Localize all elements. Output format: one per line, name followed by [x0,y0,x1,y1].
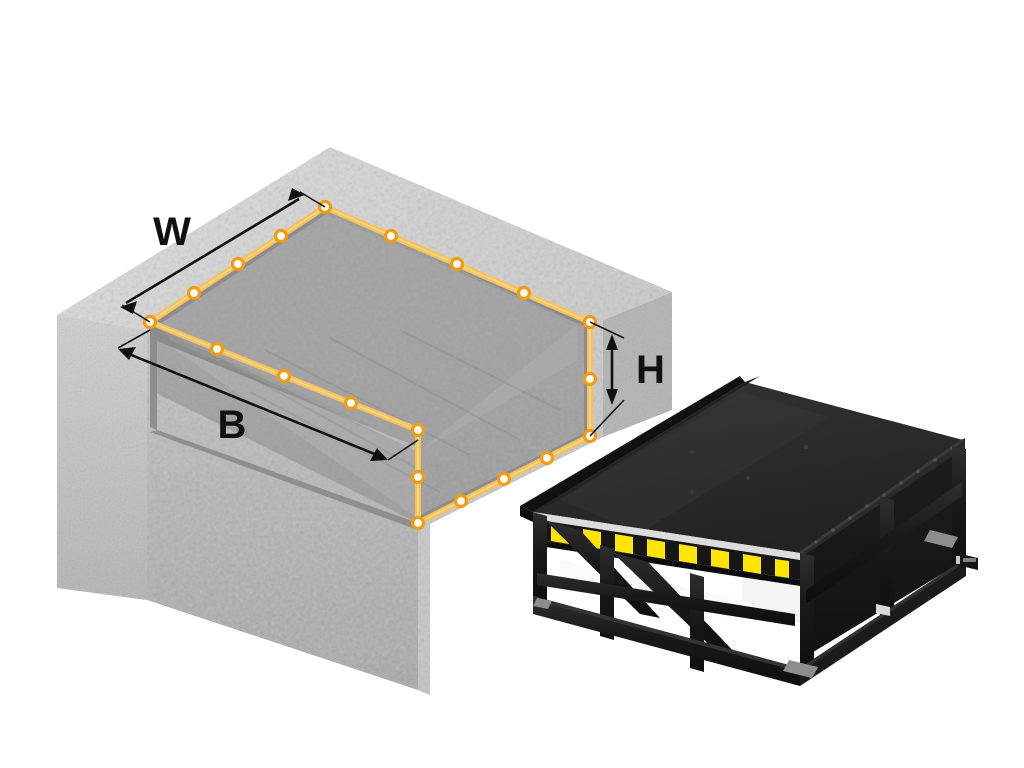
leveller-base-rail [533,558,966,686]
pit-left-face [57,315,147,600]
pit-right-face [603,292,672,437]
leveller-deck-plate [533,382,963,553]
dimension-label-w: W [153,210,191,254]
hazard-stripe-segments [551,524,789,578]
leveller-brand-plate [952,552,978,570]
leveller-rear-ramp [520,376,760,522]
deck-surface-bolts [690,445,808,494]
dimension-b: B [117,329,419,461]
concrete-pit [57,147,672,695]
leveller-mounting-feet [533,530,958,678]
dimension-w: W [120,188,326,323]
dock-leveller-unit [520,376,978,686]
leveller-lip-hazard-stripe [533,512,800,586]
dimension-annotations: W B H [117,188,665,461]
leveller-support-frame [533,512,795,672]
dimension-label-b: B [218,403,247,447]
leveller-detail-plate [876,604,890,616]
dimension-h: H [589,321,665,437]
leveller-hinge-line [799,438,964,555]
pit-anchor-dots [142,199,598,531]
dimension-label-h: H [636,348,665,392]
